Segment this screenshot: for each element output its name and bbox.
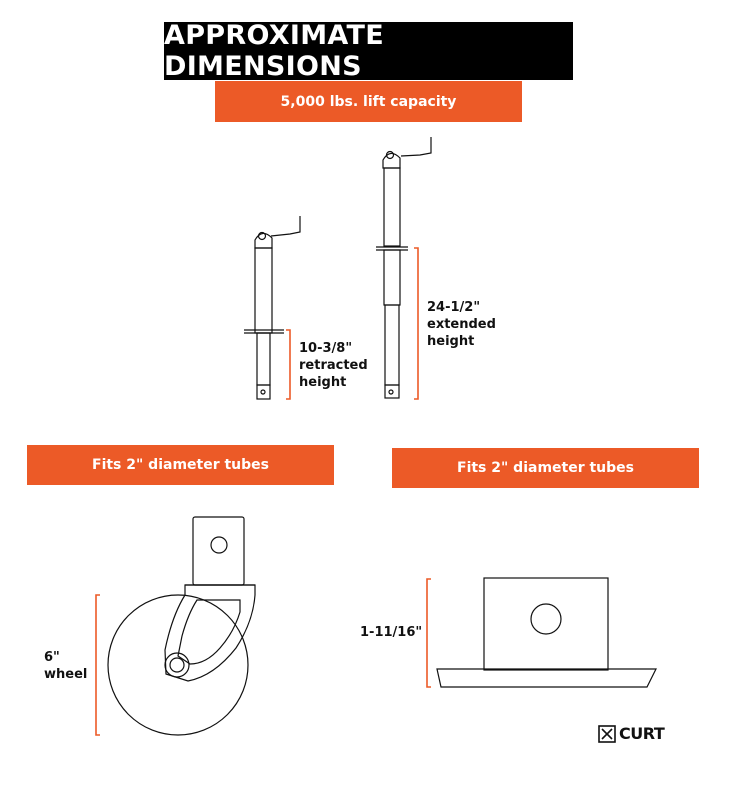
wheel-dimension-bracket <box>95 594 100 736</box>
capacity-banner: 5,000 lbs. lift capacity <box>215 81 522 122</box>
wheel-size-label: 6" wheel <box>44 650 88 682</box>
extended-dimension-bracket <box>414 247 419 400</box>
capacity-text: 5,000 lbs. lift capacity <box>280 93 457 110</box>
foot-dimension-bracket <box>426 578 431 688</box>
curt-logo-text: CURT <box>619 724 665 743</box>
wheel-fit-text: Fits 2" diameter tubes <box>92 457 269 473</box>
extended-height-label: 24-1/2" extended height <box>427 300 496 349</box>
foot-plate-drawing <box>436 577 657 688</box>
curt-logo: CURT <box>598 724 665 743</box>
foot-fit-text: Fits 2" diameter tubes <box>457 460 634 476</box>
page-title: APPROXIMATE DIMENSIONS <box>164 20 384 82</box>
foot-height-label: 1-11/16" <box>360 625 423 640</box>
foot-fit-banner: Fits 2" diameter tubes <box>392 448 699 488</box>
caster-wheel-drawing <box>107 516 256 736</box>
retracted-dimension-bracket <box>286 329 291 400</box>
title-banner: APPROXIMATE DIMENSIONS <box>164 20 573 82</box>
curt-logo-icon <box>598 724 616 743</box>
retracted-height-label: 10-3/8" retracted height <box>299 341 368 390</box>
extended-jack-drawing <box>376 137 432 399</box>
wheel-fit-banner: Fits 2" diameter tubes <box>27 445 334 485</box>
retracted-jack-drawing <box>244 216 301 400</box>
